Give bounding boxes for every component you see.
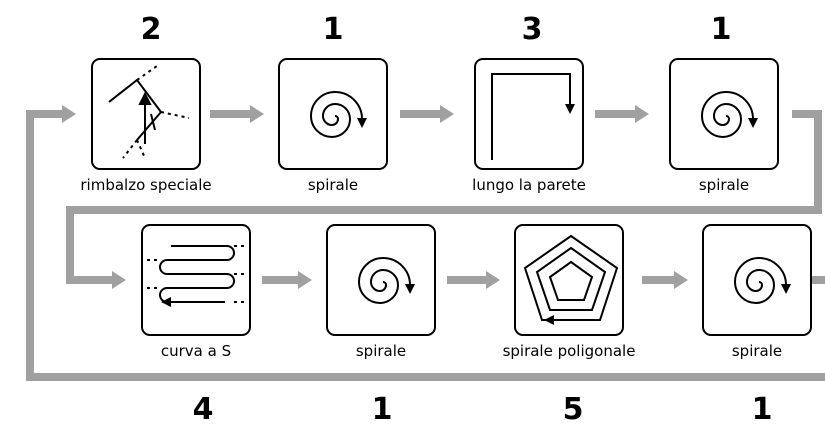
- s-curve-icon: [147, 245, 247, 307]
- step-7-label: spirale poligonale: [502, 342, 636, 360]
- arrowhead-2: [440, 105, 454, 123]
- arrow-row-wrap: [66, 110, 822, 284]
- wall-follow-icon: [491, 73, 575, 160]
- spiral-icon: [357, 256, 415, 305]
- arrowhead-3: [635, 105, 649, 123]
- step-7-box: [514, 224, 624, 336]
- step-6-count: 1: [371, 392, 393, 427]
- arrow-return: [26, 110, 825, 381]
- step-3-box: [474, 58, 584, 170]
- step-8-box: [702, 224, 812, 336]
- arrowhead-6: [486, 271, 500, 289]
- spiral-icon: [733, 256, 791, 305]
- arrowhead-8: [62, 105, 76, 123]
- arrowhead-1: [250, 105, 264, 123]
- bounce-icon: [108, 65, 190, 159]
- step-4-box: [669, 58, 779, 170]
- step-2-box: [278, 58, 388, 170]
- step-3-count: 3: [521, 12, 543, 47]
- step-6-label: spirale: [355, 342, 407, 360]
- step-2-label: spirale: [307, 176, 359, 194]
- step-4-label: spirale: [698, 176, 750, 194]
- arrowhead-5: [298, 271, 312, 289]
- polygon-spiral-icon: [523, 234, 619, 325]
- step-1-box: [91, 58, 201, 170]
- spiral-icon: [700, 90, 758, 139]
- step-5-label: curva a S: [160, 342, 232, 360]
- step-5-box: [141, 224, 251, 336]
- step-3-label: lungo la parete: [472, 176, 586, 194]
- step-7-count: 5: [562, 392, 584, 427]
- step-6-box: [326, 224, 436, 336]
- step-2-count: 1: [322, 12, 344, 47]
- step-4-count: 1: [710, 12, 732, 47]
- step-1-label: rimbalzo speciale: [80, 176, 212, 194]
- arrowhead-4: [112, 271, 126, 289]
- spiral-icon: [309, 90, 367, 139]
- step-8-label: spirale: [731, 342, 783, 360]
- step-8-count: 1: [751, 392, 773, 427]
- step-5-count: 4: [192, 392, 214, 427]
- step-1-count: 2: [140, 12, 162, 47]
- arrowhead-7: [674, 271, 688, 289]
